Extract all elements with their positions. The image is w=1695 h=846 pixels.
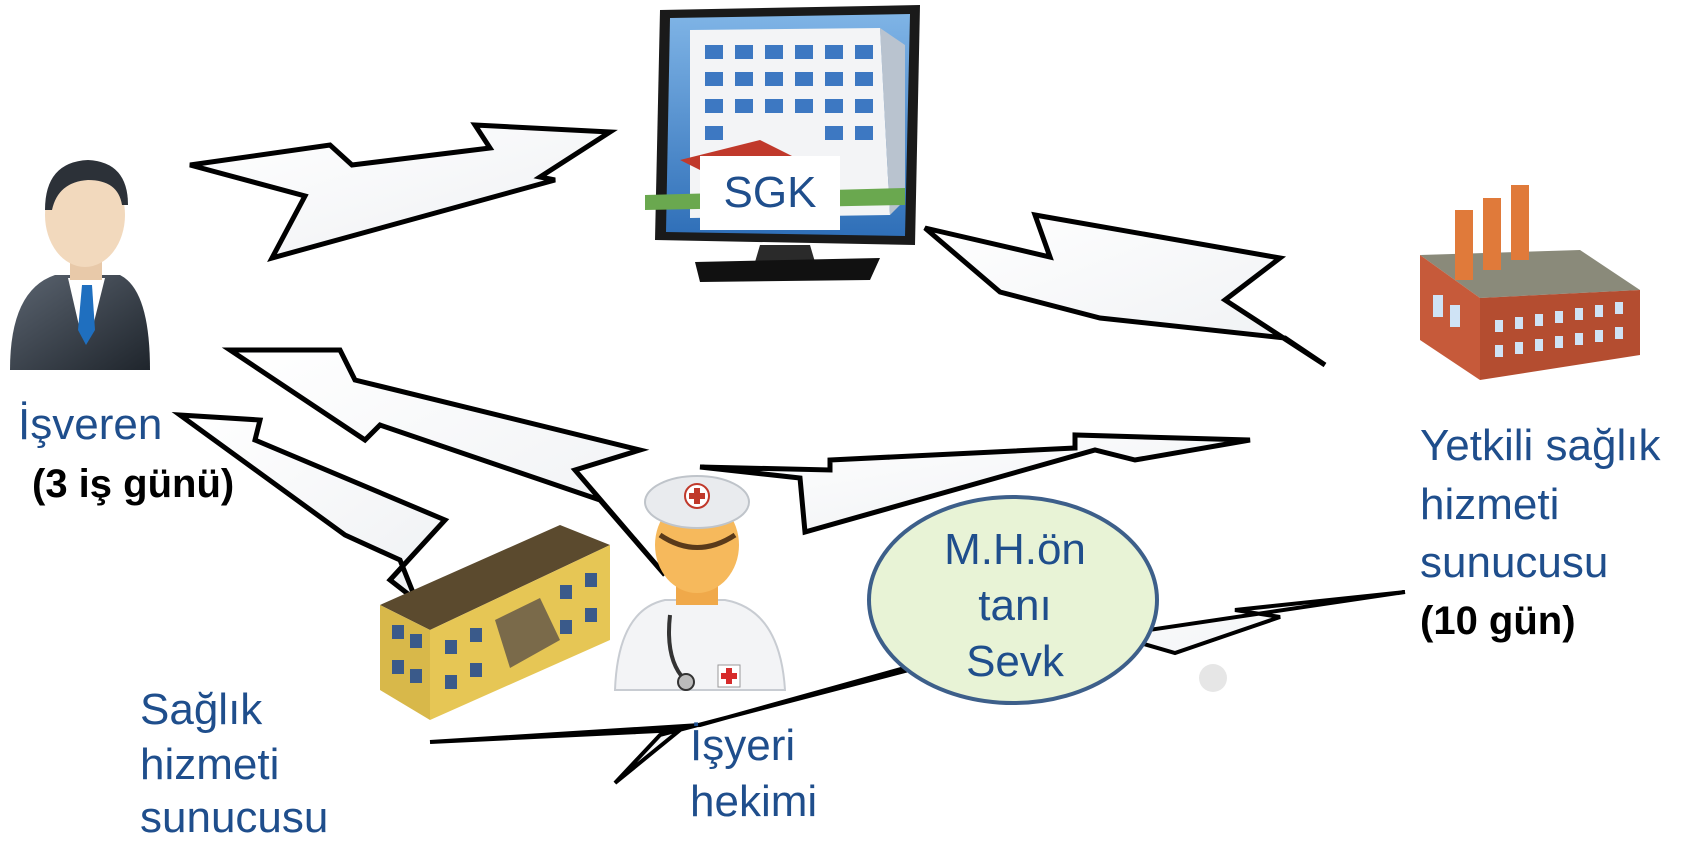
employer-deadline: (3 iş günü) xyxy=(32,462,235,506)
authorized-provider-line2: hizmeti xyxy=(1420,480,1560,529)
decorative-dot xyxy=(1199,664,1227,692)
arrow-employer-to-sgk xyxy=(189,122,618,262)
ellipse-text: M.H.ön tanı Sevk xyxy=(880,522,1150,690)
sgk-monitor-icon xyxy=(645,5,920,282)
arrow-doctor-to-provider xyxy=(699,432,1251,536)
workplace-doctor-line2: hekimi xyxy=(690,777,818,826)
diagnosis-ellipse xyxy=(867,495,1159,705)
ellipse-line1: M.H.ön xyxy=(944,525,1086,574)
health-provider-line3: sunucusu xyxy=(140,793,329,842)
authorized-provider-line3: sunucusu xyxy=(1420,538,1609,587)
factory-icon xyxy=(1420,185,1640,380)
hospital-building-icon xyxy=(380,525,610,720)
ellipse-line2: tanı xyxy=(978,581,1052,630)
authorized-provider-line1: Yetkili sağlık xyxy=(1420,421,1661,470)
arrow-doctor-to-employer xyxy=(221,347,667,577)
employer-avatar-icon xyxy=(10,160,150,370)
workplace-doctor-line1: İşyeri xyxy=(690,721,796,770)
arrow-provider-to-sgk xyxy=(923,211,1327,368)
ellipse-line3: Sevk xyxy=(966,637,1064,686)
health-provider-line1: Sağlık xyxy=(140,685,263,734)
sgk-label: SGK xyxy=(700,156,840,230)
authorized-provider-deadline: (10 gün) xyxy=(1420,599,1576,643)
employer-label: İşveren xyxy=(18,400,163,449)
workplace-doctor-icon xyxy=(613,475,787,691)
arrow-hospital-to-employer xyxy=(171,411,450,618)
health-provider-line2: hizmeti xyxy=(140,740,280,789)
